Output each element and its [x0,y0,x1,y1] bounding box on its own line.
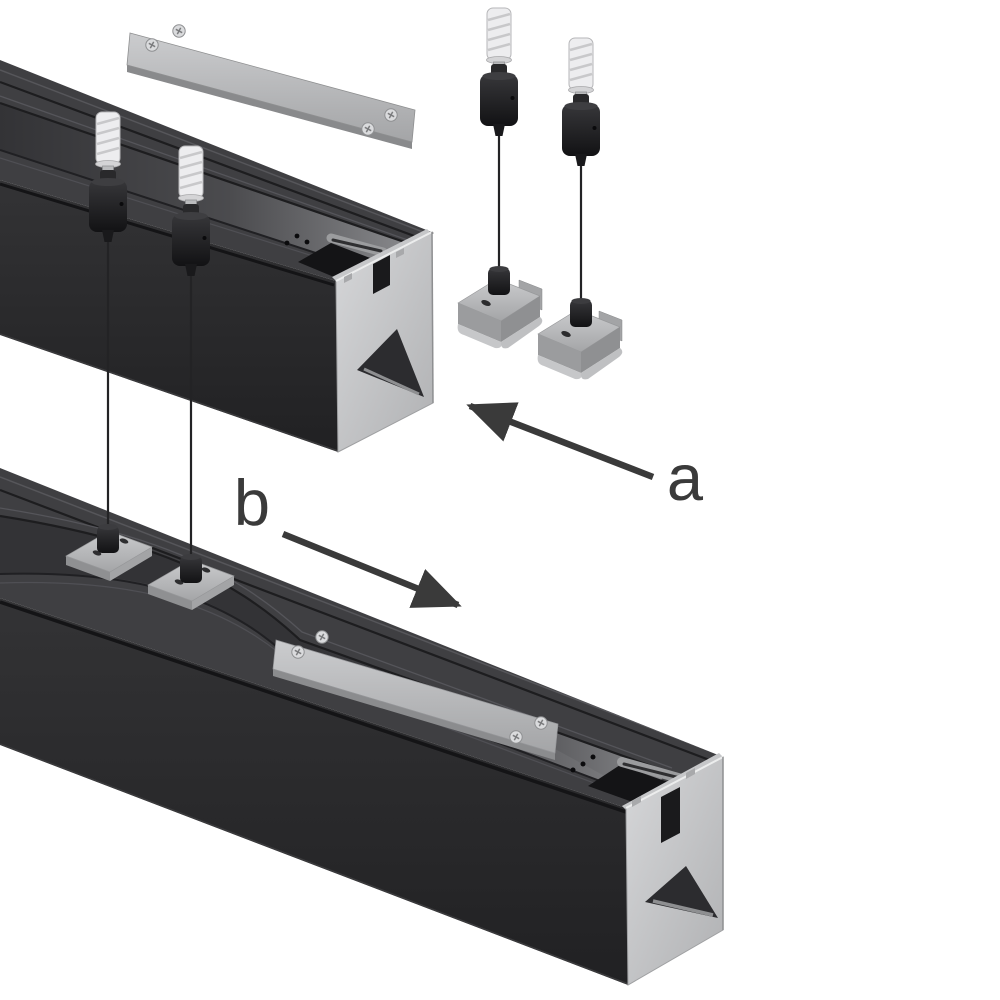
bracket-hole [201,567,211,573]
bracket-hole [119,538,129,544]
screw-icon [361,122,375,136]
plate-side [127,65,412,149]
cable-gripper-icon [172,204,210,276]
cable-gripper-icon [562,94,600,166]
profile-lower-front-face [0,598,628,985]
edge-highlight [0,333,339,452]
slot-bar-groove [331,238,383,253]
groove-line [0,69,432,236]
end-slot [373,255,390,294]
corner-notch [344,273,352,283]
groove-line [0,101,417,248]
suspension-assembly-2 [172,144,210,583]
corner-notch [632,796,641,807]
plate-top [126,32,416,143]
cable-holder-icon [97,524,119,553]
annotations: a b [234,402,704,609]
edge-highlight [335,231,433,282]
profile-upper-end-face [335,231,434,453]
screw-icon [291,645,305,659]
drill-hole [580,761,586,767]
edge-shadow [431,231,434,404]
bracket-side [148,585,192,610]
bracket-side [66,556,110,581]
groove-line [0,476,721,756]
corner-notch [396,248,404,258]
drill-hole [590,754,596,760]
cavity-shadow [357,329,424,397]
suspension-kit-b [537,36,623,380]
installed-mounting-plate [272,630,559,760]
screw-icon [384,108,398,122]
edge-shadow [0,600,627,814]
cable-gripper-icon [89,170,127,242]
edge-highlight [0,743,629,985]
screw-icon [315,630,329,644]
label-a: a [667,441,704,514]
arrow-a [466,402,655,481]
arrow-b [281,530,462,609]
plate-side [273,669,555,760]
end-slot [661,787,680,843]
screw-icon [509,730,523,744]
screw-icon [172,24,186,38]
screw-icon [534,716,548,730]
profile-lower-end-face [625,756,724,986]
slot-bar-groove [622,762,682,780]
floating-mounting-plate [126,24,416,149]
drill-hole [294,233,300,239]
drill-hole [304,239,310,245]
suspension-kit-a [457,6,543,349]
edge-shadow [0,182,335,287]
plate-top [272,639,559,754]
cable-holder-icon [488,266,510,295]
cavity-flange [652,899,714,917]
cavity-flange [363,367,420,396]
cable-holder-icon [570,298,592,327]
cable-holder-icon [180,554,202,583]
profile-upper-front-face [0,180,338,452]
edge-highlight [625,756,724,809]
cable-gripper-icon [480,64,518,136]
drill-hole [570,767,576,773]
label-b: b [234,466,270,539]
screw-icon [145,38,159,52]
corner-notch [686,768,695,779]
groove-line [0,95,420,245]
suspension-assembly-1 [89,110,127,553]
bracket-side [110,547,152,581]
drill-hole [284,240,290,246]
bracket-side [192,576,234,610]
groove-line [0,80,426,242]
end-rim [332,229,431,281]
